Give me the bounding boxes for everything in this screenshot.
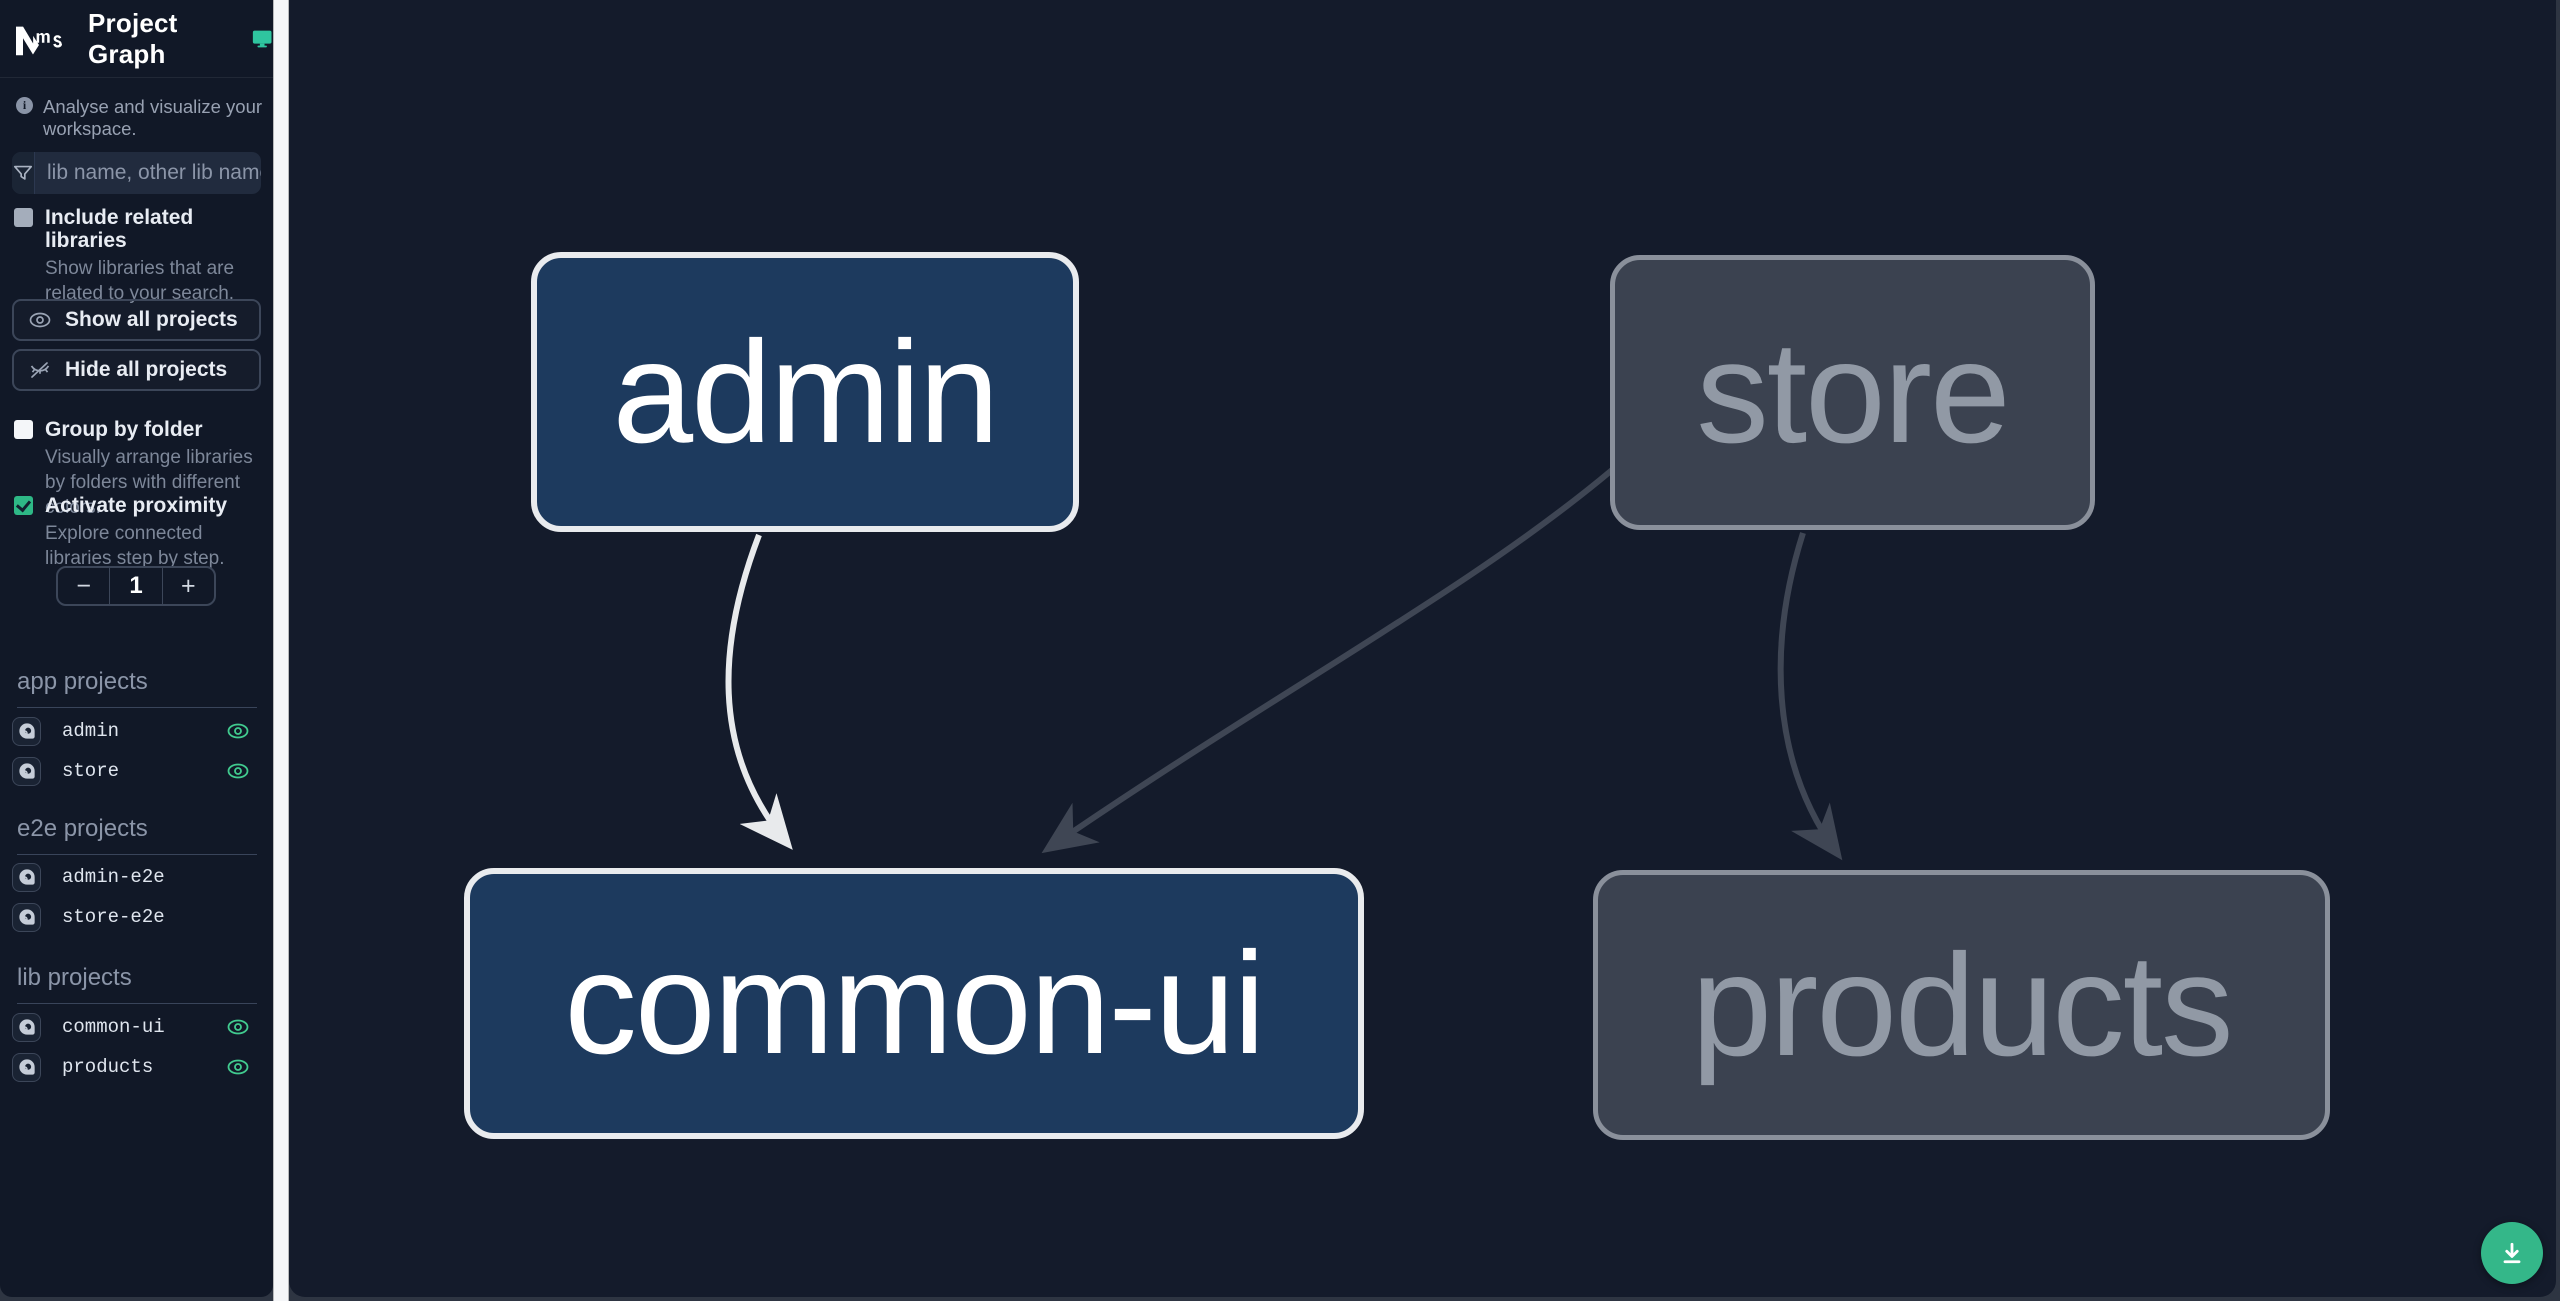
project-name[interactable]: products [62, 1056, 154, 1078]
download-graph-button[interactable] [2481, 1222, 2543, 1284]
download-icon [2503, 1242, 2521, 1264]
project-name[interactable]: store-e2e [62, 906, 165, 928]
node-products[interactable]: products [1593, 870, 2330, 1140]
edge-store-common-ui[interactable] [1041, 467, 1614, 854]
project-row-admin-e2e: admin-e2e [12, 858, 262, 896]
project-visibility-eye-icon[interactable] [226, 1055, 250, 1079]
group-by-folder-checkbox[interactable] [14, 420, 33, 439]
project-visibility-eye-icon[interactable] [226, 1015, 250, 1039]
edge-store-products[interactable] [1777, 532, 1843, 861]
activate-proximity-checkbox[interactable] [14, 496, 33, 515]
project-visibility-eye-icon[interactable] [226, 759, 250, 783]
workspace-hint-text: Analyse and visualize your workspace. [43, 96, 263, 140]
monitor-icon[interactable] [251, 25, 273, 52]
focus-project-icon[interactable] [12, 862, 41, 892]
focus-project-icon[interactable] [12, 1012, 41, 1042]
project-row-common-ui: common-ui [12, 1008, 262, 1046]
dependency-edges [725, 467, 1843, 861]
search-input[interactable] [35, 152, 261, 194]
panel-divider [273, 0, 289, 1301]
show-all-projects-button[interactable]: Show all projects [12, 299, 261, 341]
proximity-stepper: − 1 + [56, 566, 216, 606]
node-store[interactable]: store [1610, 255, 2095, 530]
focus-project-icon[interactable] [12, 756, 41, 786]
focus-project-icon[interactable] [12, 716, 41, 746]
include-related-block: Include related libraries Show libraries… [14, 206, 262, 306]
search-box [12, 152, 261, 194]
project-row-products: products [12, 1048, 262, 1086]
node-products-label: products [1691, 923, 2233, 1086]
hide-all-projects-button[interactable]: Hide all projects [12, 349, 261, 391]
node-admin-label: admin [612, 310, 1000, 473]
project-row-store: store [12, 752, 262, 790]
eye-off-icon [30, 362, 50, 378]
focus-project-icon[interactable] [12, 1052, 41, 1082]
section-lib-projects: lib projects [17, 964, 257, 1004]
group-by-folder-block: Group by folder Visually arrange librari… [14, 418, 262, 520]
focus-project-icon[interactable] [12, 902, 41, 932]
section-e2e-projects: e2e projects [17, 815, 257, 855]
project-name[interactable]: admin-e2e [62, 866, 165, 888]
project-row-admin: admin [12, 712, 262, 750]
graph-canvas[interactable]: admin store common-ui products [289, 0, 2556, 1297]
activate-proximity-block: Activate proximity Explore connected lib… [14, 494, 262, 571]
activate-proximity-label: Activate proximity [45, 494, 228, 517]
group-by-folder-description: Visually arrange libraries by folders wi… [45, 447, 253, 519]
filter-funnel-icon [12, 152, 35, 194]
edge-admin-common-ui[interactable] [725, 533, 793, 850]
node-store-label: store [1696, 311, 2010, 473]
proximity-decrement-button[interactable]: − [76, 571, 91, 600]
nx-logo-icon [16, 26, 62, 55]
group-by-folder-label: Group by folder [45, 418, 203, 441]
node-common-ui[interactable]: common-ui [464, 868, 1364, 1139]
eye-icon [29, 312, 51, 328]
project-name[interactable]: store [62, 760, 120, 782]
project-row-store-e2e: store-e2e [12, 898, 262, 936]
section-app-projects: app projects [17, 668, 257, 708]
activate-proximity-description: Explore connected libraries step by step… [45, 523, 225, 570]
info-icon: i [16, 97, 33, 114]
sidebar: Project Graph i Analyse and visualize yo… [0, 0, 273, 1297]
project-visibility-eye-icon[interactable] [226, 719, 250, 743]
hide-all-projects-label: Hide all projects [65, 358, 228, 381]
sidebar-header: Project Graph [0, 0, 273, 78]
proximity-increment-button[interactable]: + [181, 571, 196, 600]
node-common-ui-label: common-ui [564, 922, 1265, 1084]
proximity-value: 1 [109, 568, 163, 604]
include-related-label: Include related libraries [45, 206, 194, 253]
project-name[interactable]: admin [62, 720, 120, 742]
project-name[interactable]: common-ui [62, 1016, 165, 1038]
show-all-projects-label: Show all projects [65, 308, 238, 331]
node-admin[interactable]: admin [531, 252, 1079, 532]
workspace-hint: i Analyse and visualize your workspace. [16, 96, 266, 140]
page-title: Project Graph [88, 7, 178, 69]
include-related-checkbox[interactable] [14, 208, 33, 227]
